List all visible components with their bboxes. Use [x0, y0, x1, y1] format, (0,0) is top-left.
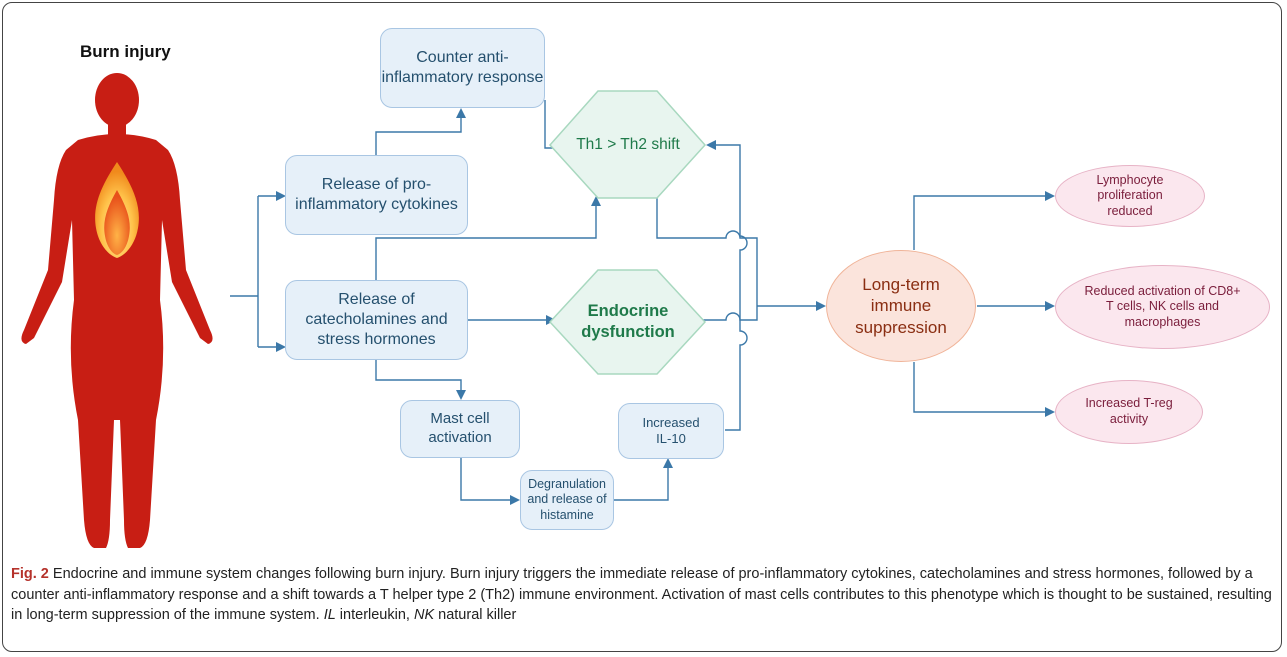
- node-lts-label: Long-term immune suppression: [855, 275, 947, 337]
- node-mast-label: Mast cell activation: [428, 410, 492, 446]
- figure-number: Fig. 2: [11, 566, 49, 582]
- arrow-degran-to-il10: [614, 458, 673, 501]
- node-treg: Increased T-reg activity: [1055, 380, 1203, 444]
- node-pro-label: Release of pro-inflammatory cytokines: [295, 176, 458, 213]
- human-body-silhouette: [21, 73, 213, 548]
- node-degranulation: Degranulation and release of histamine: [520, 470, 614, 530]
- flame-icon: [95, 162, 139, 258]
- node-pro-inflammatory: Release of pro-inflammatory cytokines: [285, 155, 468, 235]
- node-lymph-label: Lymphocyte proliferation reduced: [1096, 172, 1164, 218]
- arrow-cate-to-mast: [375, 360, 466, 400]
- caption-text-3: natural killer: [434, 607, 517, 623]
- node-th-label: Th1 > Th2 shift: [576, 136, 680, 154]
- arrow-mast-to-degran: [460, 458, 520, 505]
- node-cate-label: Release of catecholamines and stress hor…: [305, 291, 448, 348]
- node-long-term-suppression: Long-term immune suppression: [826, 250, 976, 362]
- hexagon-endocrine: [548, 269, 707, 375]
- arrow-to-treg: [913, 362, 1055, 417]
- node-treg-label: Increased T-reg activity: [1085, 396, 1173, 426]
- arrow-to-lymph: [913, 191, 1055, 250]
- arrow-cate-to-th: [375, 196, 601, 280]
- node-degran-label: Degranulation and release of histamine: [527, 476, 607, 522]
- node-il10-label: Increased IL-10: [642, 414, 700, 446]
- arrow-to-counter: [375, 108, 466, 155]
- caption-abbr-il: IL: [323, 607, 336, 623]
- node-counter-label: Counter anti-inflammatory response: [381, 49, 544, 86]
- diagram-title: Burn injury: [80, 42, 171, 61]
- node-cd8-label: Reduced activation of CD8+ T cells, NK c…: [1084, 283, 1241, 329]
- node-lymphocyte: Lymphocyte proliferation reduced: [1055, 165, 1205, 227]
- figure-caption: Fig. 2 Endocrine and immune system chang…: [11, 564, 1273, 626]
- caption-abbr-nk: NK: [413, 607, 435, 623]
- node-cd8: Reduced activation of CD8+ T cells, NK c…: [1055, 265, 1270, 349]
- connectors: [230, 100, 1055, 505]
- caption-text-2: interleukin,: [335, 607, 414, 623]
- hexagon-th-shift: [548, 90, 707, 199]
- node-endocrine: Endocrine dysfunction: [570, 298, 686, 346]
- arrow-il10-to-th: [706, 140, 748, 431]
- node-mast-cell: Mast cell activation: [400, 400, 520, 458]
- node-counter-anti-inflammatory: Counter anti-inflammatory response: [380, 28, 545, 108]
- node-catecholamines: Release of catecholamines and stress hor…: [285, 280, 468, 360]
- node-il10: Increased IL-10: [618, 403, 724, 459]
- node-th-shift: Th1 > Th2 shift: [560, 130, 696, 160]
- node-endo-label: Endocrine dysfunction: [581, 302, 675, 341]
- caption-text-1: Endocrine and immune system changes foll…: [11, 566, 1272, 623]
